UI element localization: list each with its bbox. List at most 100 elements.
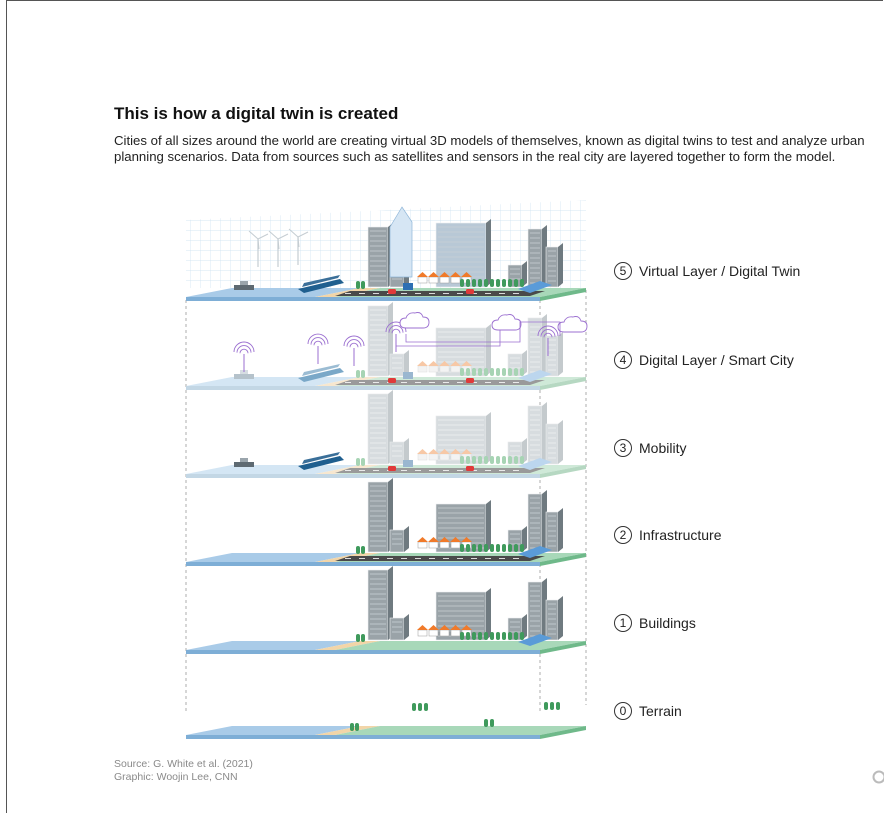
water-area [186,288,360,297]
building-side [558,508,563,552]
water-area [186,726,360,735]
layer-label-3: 3 Mobility [614,439,686,457]
road [335,556,545,561]
house-roof [450,272,461,277]
plate-edge-side [540,465,586,478]
layer-number-0: 0 [614,702,632,720]
water-area [186,641,360,650]
tree-icon [460,632,464,640]
layer-title-3: Mobility [639,440,687,456]
building-side [404,350,409,376]
building-side [404,526,409,552]
tree-icon [466,544,470,552]
layer-plate-3 [186,390,586,478]
tree-icon [520,632,524,640]
tree-icon [514,544,518,552]
house-roof [450,361,461,366]
house-roof [417,361,428,366]
pavilion-roof [518,281,552,293]
tree-icon [356,281,360,289]
road [335,468,545,473]
tree-icon [508,279,512,287]
cloud-wifi-icon [557,316,588,333]
ship-icon [298,456,344,470]
plate-edge-front [186,297,540,301]
building [367,305,389,377]
layer-title-1: Buildings [639,615,696,631]
house-roof [417,449,428,454]
road [335,291,545,296]
boat-icon [234,285,254,290]
tree-icon [460,279,464,287]
layer-number-2: 2 [614,526,632,544]
tree-icon [472,456,476,464]
house [450,276,461,284]
house [417,276,428,284]
tree-icon [350,723,354,731]
tree-icon [361,546,365,554]
house-roof [461,449,472,454]
plate-edge-side [540,377,586,390]
house [450,365,461,373]
building-side [486,324,491,376]
water-area [186,377,360,386]
truck-icon [403,460,413,467]
cloud-wifi-icon [491,314,522,331]
tree-icon [508,456,512,464]
tree-icon [502,544,506,552]
cloud-wifi-icon [399,312,430,329]
house-roof [417,625,428,630]
plate-edge-side [540,288,586,301]
tree-icon [466,279,470,287]
house-roof [450,625,461,630]
ship-icon [298,368,344,382]
layer-label-0: 0 Terrain [614,702,682,720]
pavilion-roof [518,458,552,470]
car-icon [466,289,474,294]
network-line [395,330,501,352]
layer-plate-4 [186,302,588,390]
house-roof [461,625,472,630]
building-side [558,332,563,376]
tree-icon [424,703,428,711]
building [389,353,405,377]
house [428,453,439,461]
graphic-frame [6,0,883,813]
house-roof [428,537,439,542]
tree-icon [550,702,554,710]
boat-icon [234,374,254,379]
house [428,629,439,637]
tree-icon [466,632,470,640]
car-icon [388,289,396,294]
tree-icon [472,368,476,376]
graphic-credit-line: Graphic: Woojin Lee, CNN [114,770,238,783]
house-roof [450,537,461,542]
plate-edge-front [186,735,540,739]
tree-icon [514,632,518,640]
plate-edge-front [186,386,540,390]
tree-icon [356,370,360,378]
layer-number-5: 5 [614,262,632,280]
truck-icon [403,283,413,290]
tree-icon [556,702,560,710]
building [389,441,405,465]
house-roof [417,272,428,277]
tree-icon [520,368,524,376]
layer-title-4: Digital Layer / Smart City [639,352,794,368]
tree-icon [355,723,359,731]
beach-area [315,641,380,650]
land-area [335,726,586,735]
tree-icon [544,702,548,710]
tree-icon [412,703,416,711]
house [428,365,439,373]
building-side [558,596,563,640]
layer-title-5: Virtual Layer / Digital Twin [639,263,801,279]
beach-area [315,726,380,735]
tree-icon [490,279,494,287]
building-side [558,420,563,464]
house [428,276,439,284]
page-title: This is how a digital twin is created [114,104,399,123]
house [417,541,428,549]
tree-icon [484,544,488,552]
